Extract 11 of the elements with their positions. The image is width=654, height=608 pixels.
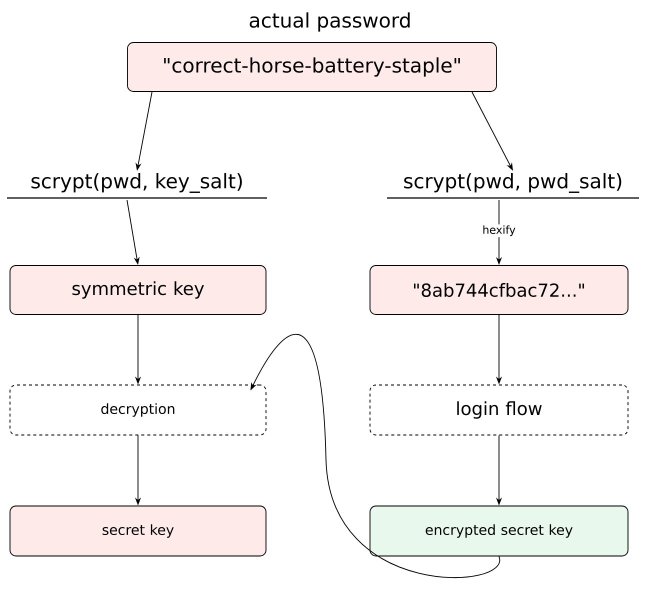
process-box: encrypted secret key xyxy=(370,506,628,556)
heading: actual password xyxy=(250,12,410,32)
dashed-box: login flow xyxy=(370,384,628,436)
function-label: scrypt(pwd, pwd_salt) xyxy=(387,173,639,199)
process-box: secret key xyxy=(10,506,266,556)
process-box: "8ab744cfbac72..." xyxy=(370,265,628,315)
process-box: "correct-horse-battery-staple" xyxy=(127,42,497,92)
process-box: symmetric key xyxy=(10,265,266,315)
edge-label: hexify xyxy=(481,224,517,238)
function-label: scrypt(pwd, key_salt) xyxy=(7,173,267,199)
dashed-box: decryption xyxy=(10,384,266,436)
